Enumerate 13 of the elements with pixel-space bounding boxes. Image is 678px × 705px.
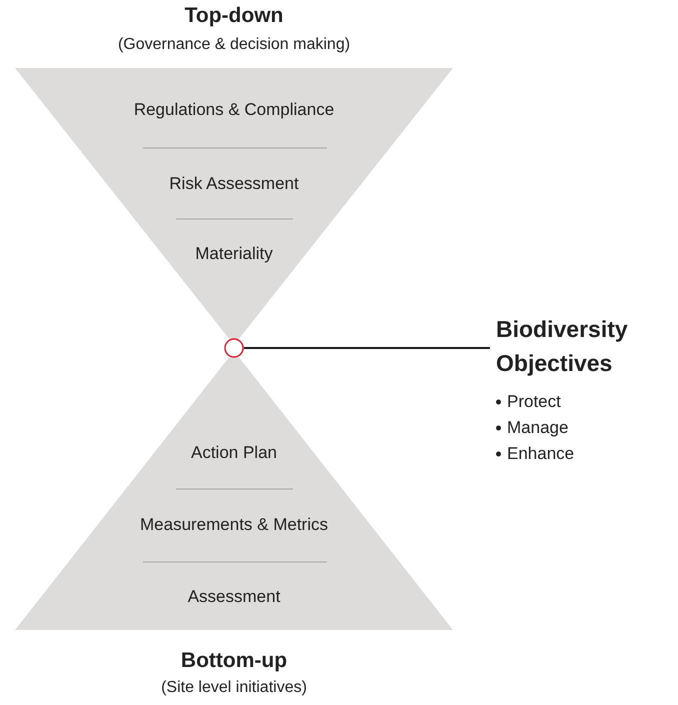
- layer-label: Action Plan: [191, 443, 277, 463]
- heading: Biodiversity Objectives: [496, 315, 629, 378]
- subheading: (Site level initiatives): [161, 679, 307, 697]
- layer-label: Materiality: [195, 244, 273, 264]
- subheading: (Governance & decision making): [118, 36, 350, 54]
- connector-line: [244, 347, 490, 349]
- heading: Top-down: [184, 4, 284, 28]
- layer-label: Measurements & Metrics: [140, 515, 328, 535]
- heading: Bottom-up: [180, 649, 288, 673]
- layer-label: Risk Assessment: [169, 174, 299, 194]
- list-item: Manage: [496, 418, 568, 438]
- layer-label: Assessment: [188, 587, 280, 607]
- layer-label: Regulations & Compliance: [134, 100, 334, 120]
